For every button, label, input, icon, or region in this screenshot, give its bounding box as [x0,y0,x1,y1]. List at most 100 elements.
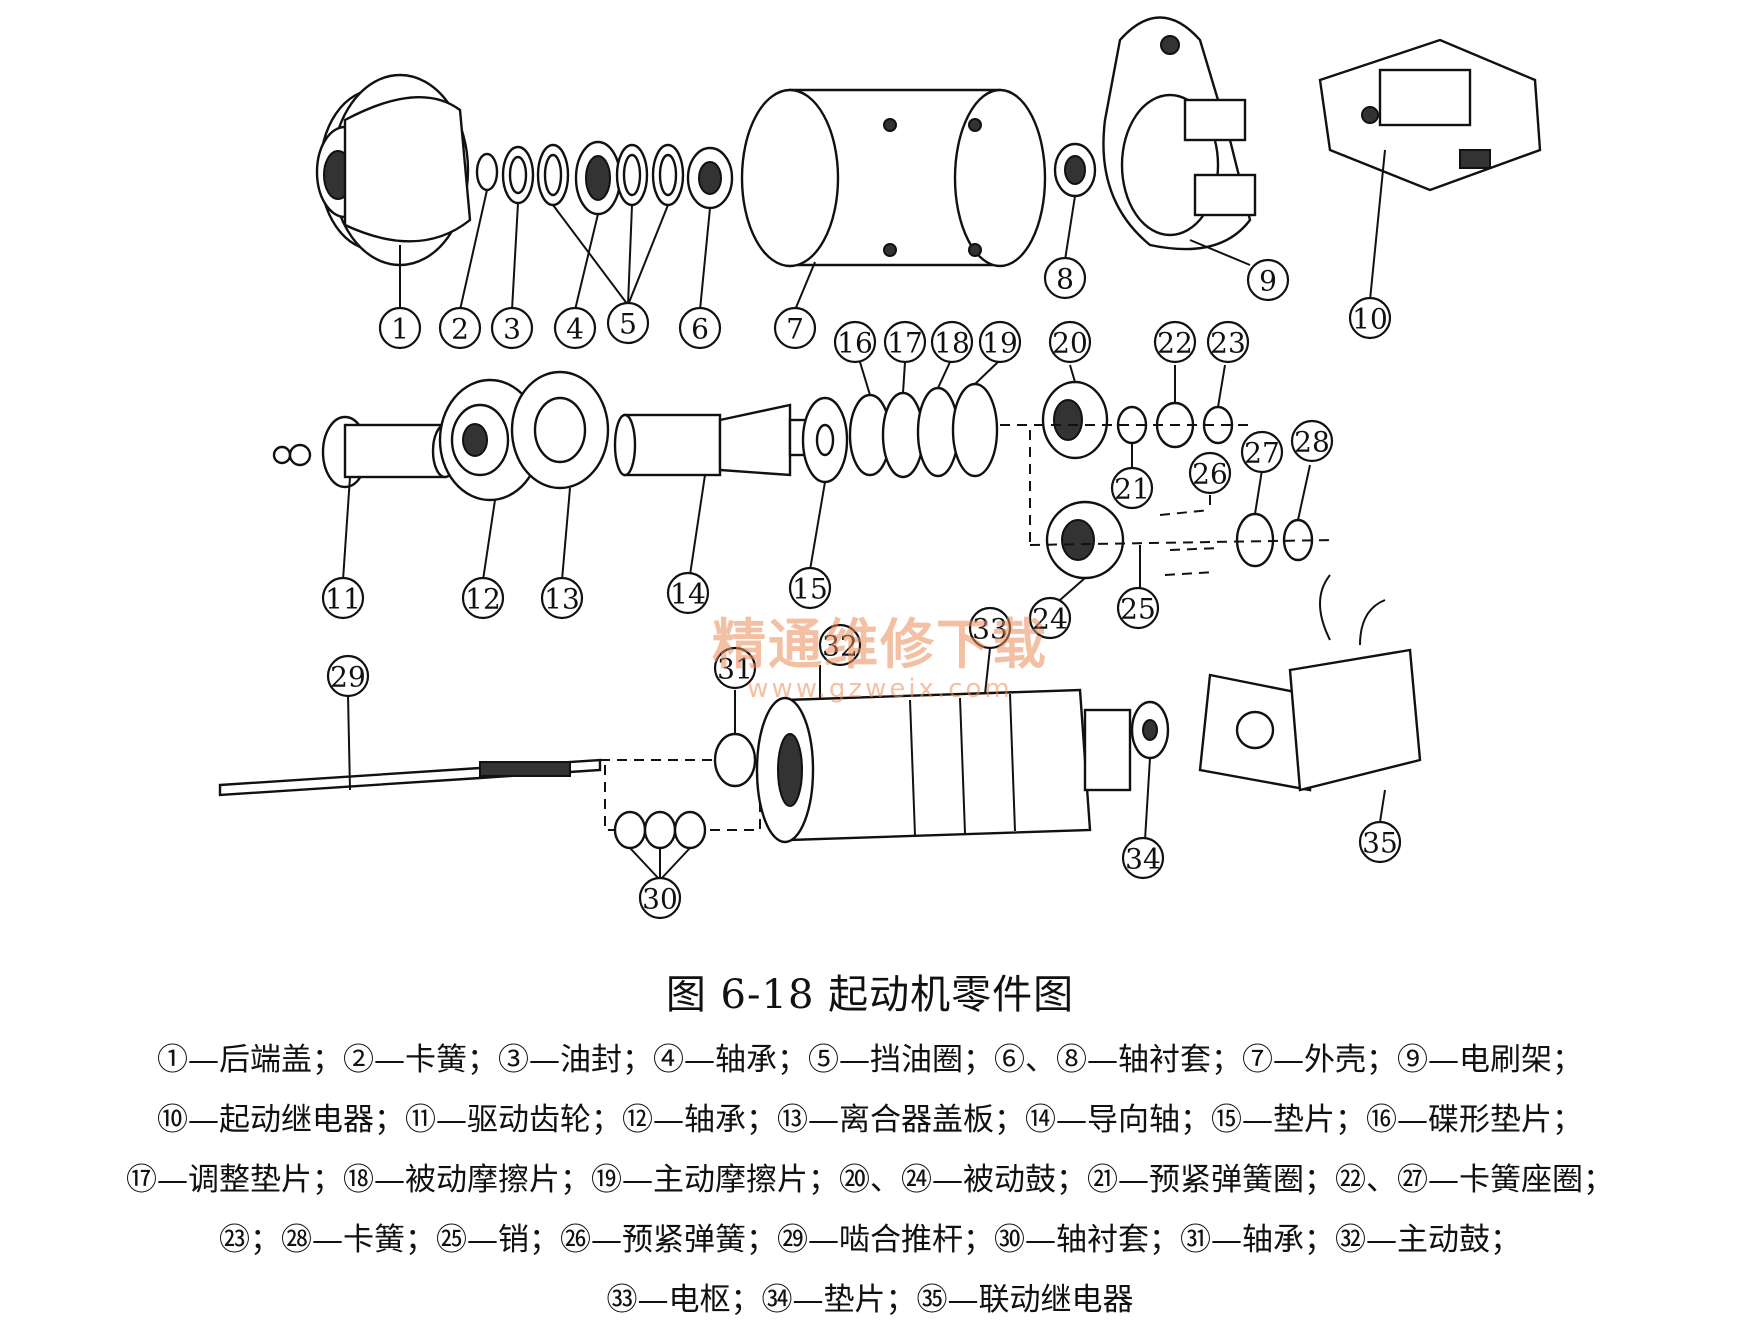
part-number-6: 6 [678,306,722,350]
part-circlip [475,152,499,192]
part-linkage-relay [1198,574,1422,792]
part-number-18: 18 [930,320,974,364]
callout-circle [1358,820,1402,864]
callout-label: 19 [982,327,1018,360]
part-brush-holder [1102,16,1257,251]
part-bearing-small [574,140,622,216]
callout-label: 32 [822,630,858,663]
part-number-30: 30 [638,876,682,920]
callout-label: 27 [1244,437,1280,470]
part-number-15: 15 [788,566,832,610]
part-guide-shaft [613,403,832,477]
callout-label: 33 [972,613,1008,646]
callout-circle [1028,596,1072,640]
callout-label: 18 [934,327,970,360]
callout-label: 35 [1362,827,1398,860]
callout-circle [490,306,534,350]
part-number-2: 2 [438,306,482,350]
callout-circle [1206,320,1250,364]
callout-circle [1043,256,1087,300]
part-number-24: 24 [1028,596,1072,640]
callout-circle [1110,466,1154,510]
part-bearing-31 [713,732,757,788]
callout-label: 9 [1259,265,1277,298]
part-number-34: 34 [1121,836,1165,880]
part-number-33: 33 [968,606,1012,650]
part-driven-drum-20 [1041,380,1109,460]
callout-circle [968,606,1012,650]
callout-label: 13 [544,583,580,616]
callout-label: 14 [670,578,706,611]
part-bushing-8 [1053,142,1097,198]
callout-label: 11 [325,583,361,616]
part-number-17: 17 [883,320,927,364]
part-starter-relay [1318,38,1542,192]
part-number-25: 25 [1116,586,1160,630]
legend-line: ⑰—调整垫片；⑱—被动摩擦片；⑲—主动摩擦片；⑳、㉔—被动鼓；㉑—预紧弹簧圈；㉒… [126,1162,1614,1198]
part-driven-drum-24 [1045,500,1125,580]
callout-label: 21 [1114,473,1150,506]
part-rear-end-cover [315,73,472,267]
part-number-8: 8 [1043,256,1087,300]
part-number-32: 32 [818,623,862,667]
callout-circle [540,576,584,620]
callout-circle [833,320,877,364]
callout-circle [461,576,505,620]
part-drive-gear [272,415,459,489]
figure-caption: 图 6-18 起动机零件图 [665,972,1075,1018]
part-number-11: 11 [321,576,365,620]
callout-label: 8 [1056,263,1074,296]
callout-label: 3 [503,313,521,346]
part-washer-15 [801,396,849,484]
callout-circle [606,301,650,345]
callout-label: 7 [786,313,804,346]
callout-circle [818,623,862,667]
part-engagement-push-rod [218,758,602,797]
callout-circle [930,320,974,364]
callout-circle [978,320,1022,364]
callout-label: 22 [1157,327,1193,360]
part-number-29: 29 [326,654,370,698]
part-number-27: 27 [1240,430,1284,474]
callout-circle [1290,419,1334,463]
legend-line: ㉓；㉘—卡簧；㉕—销；㉖—预紧弹簧；㉙—啮合推杆；㉚—轴衬套；㉛—轴承；㉜—主动… [219,1222,1521,1258]
callout-label: 23 [1210,327,1246,360]
part-number-14: 14 [666,571,710,615]
callout-label: 16 [837,327,873,360]
part-oil-ring-set [536,143,685,207]
part-number-9: 9 [1246,258,1290,302]
part-preload-spring-bits [1159,509,1221,576]
leader-lines [342,149,1386,881]
part-clutch-cover-plate [510,370,610,490]
callout-circle [1121,836,1165,880]
part-spring-rings-lower [1235,512,1314,568]
part-bushing-30 [613,810,707,850]
callout-circle [1240,430,1284,474]
callout-circle [321,576,365,620]
callout-label: 25 [1120,593,1156,626]
callout-circle [1188,451,1232,495]
callout-label: 15 [792,573,828,606]
callout-circle [438,306,482,350]
callout-circle [883,320,927,364]
legend-line: ①—后端盖；②—卡簧；③—油封；④—轴承；⑤—挡油圈；⑥、⑧—轴衬套；⑦—外壳；… [157,1042,1583,1078]
part-number-1: 1 [378,306,422,350]
callout-circle [788,566,832,610]
callout-label: 17 [887,327,923,360]
callout-label: 26 [1192,458,1228,491]
part-number-19: 19 [978,320,1022,364]
callout-label: 12 [465,583,501,616]
part-number-13: 13 [540,576,584,620]
part-number-28: 28 [1290,419,1334,463]
part-disc-stack [848,382,999,479]
part-armature [755,688,1132,844]
callout-label: 6 [691,313,709,346]
part-number-10: 10 [1348,296,1392,340]
part-number-20: 20 [1048,320,1092,364]
callout-circle [1348,296,1392,340]
callout-circle [666,571,710,615]
callout-label: 30 [642,883,678,916]
callout-label: 29 [330,661,366,694]
callout-circle [326,654,370,698]
